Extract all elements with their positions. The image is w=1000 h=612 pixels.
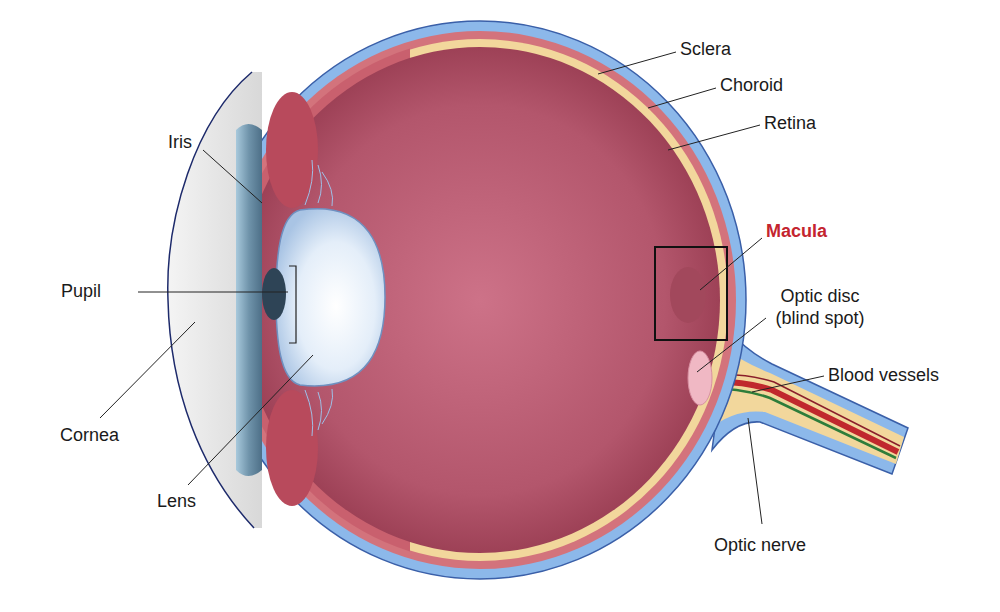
leader-line [598,52,676,74]
leader-line [138,292,288,293]
sclera-layer [214,21,746,579]
macula-spot [670,267,706,323]
leader-line [188,355,313,485]
pupil-bracket [289,266,296,343]
cornea-shape [168,72,262,528]
leader-line [668,125,760,150]
blood-vessel [706,382,898,452]
part-label: Retina [764,112,816,134]
part-label: Optic disc (blind spot) [758,285,882,329]
leader-line [100,322,195,418]
retina-layer [232,39,728,561]
part-label: Choroid [720,74,783,96]
part-label: Cornea [60,424,119,446]
blood-vessel [706,375,900,446]
highlight-label: Macula [766,220,827,242]
iris-shape [236,124,262,476]
choroid-layer [224,31,736,569]
leader-line [748,418,762,524]
part-label: Lens [157,490,196,512]
leader-line [752,376,824,392]
part-label: Blood vessels [828,364,939,386]
lens-shape [276,209,385,386]
macula-frame [655,247,727,340]
leader-line [697,318,766,372]
blood-vessel [706,388,896,458]
ciliary-body [266,92,318,208]
pupil-shape [262,268,286,320]
vitreous-body [240,47,720,553]
leader-line [648,88,716,108]
part-label: Iris [168,131,192,153]
part-label: Pupil [61,280,101,302]
optic-disc [688,351,712,405]
ciliary-body [266,390,318,506]
part-label: Optic nerve [714,534,806,556]
part-label: Sclera [680,38,731,60]
leader-line [700,238,762,290]
leader-line [203,150,262,203]
